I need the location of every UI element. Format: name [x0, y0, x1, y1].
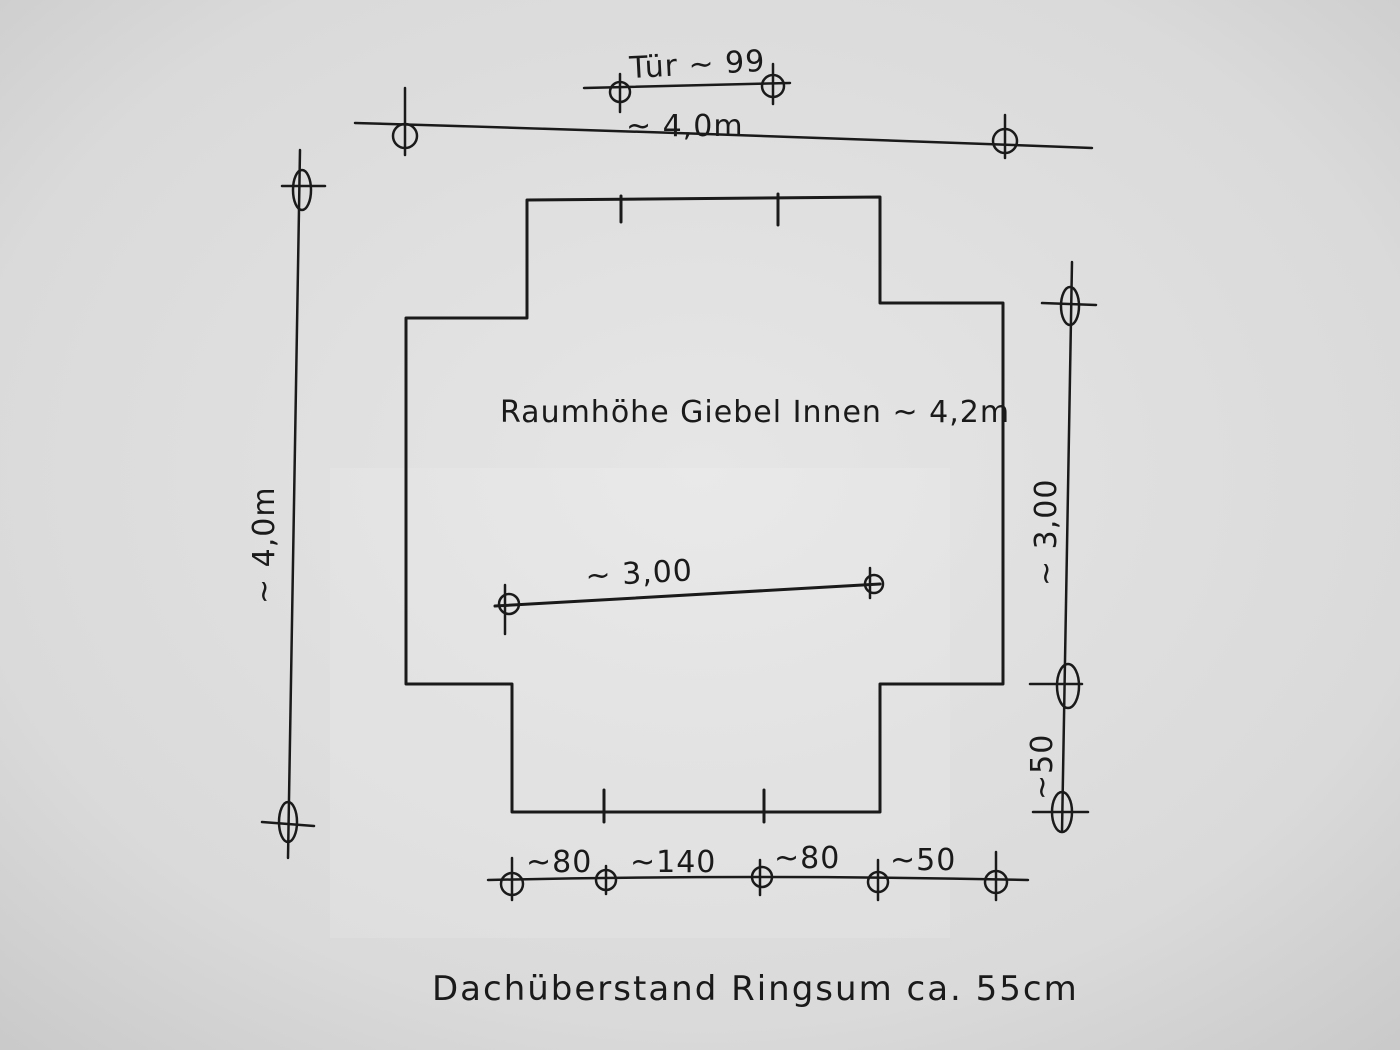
bottom-seg-2-label: ~140: [630, 845, 716, 880]
top-width-label: ~ 4,0m: [626, 109, 744, 144]
building-outline: [404, 195, 1005, 814]
roof-overhang-label: Dachüberstand Ringsum ca. 55cm: [432, 969, 1079, 1009]
top-width-dimension: [353, 86, 1094, 160]
bottom-seg-4-label: ~50: [890, 843, 956, 878]
right-lower-label: ~50: [1025, 734, 1060, 800]
bottom-seg-3-label: ~80: [774, 841, 840, 876]
right-height-dimension: [1028, 260, 1098, 834]
inner-width-label: ~ 3,00: [585, 553, 694, 594]
door-dimension: [582, 62, 792, 114]
left-height-dimension: [260, 148, 327, 860]
bottom-segment-dimensions: [486, 850, 1030, 902]
faint-paper-overlay: [330, 468, 950, 938]
right-upper-label: ~ 3,00: [1029, 479, 1064, 586]
room-height-label: Raumhöhe Giebel Innen ~ 4,2m: [500, 395, 1010, 430]
inner-width-dimension: [493, 566, 885, 636]
bottom-seg-1-label: ~80: [526, 845, 592, 880]
left-height-label: ~ 4,0m: [247, 486, 282, 604]
door-width-label: Tür ~ 99: [628, 44, 767, 86]
